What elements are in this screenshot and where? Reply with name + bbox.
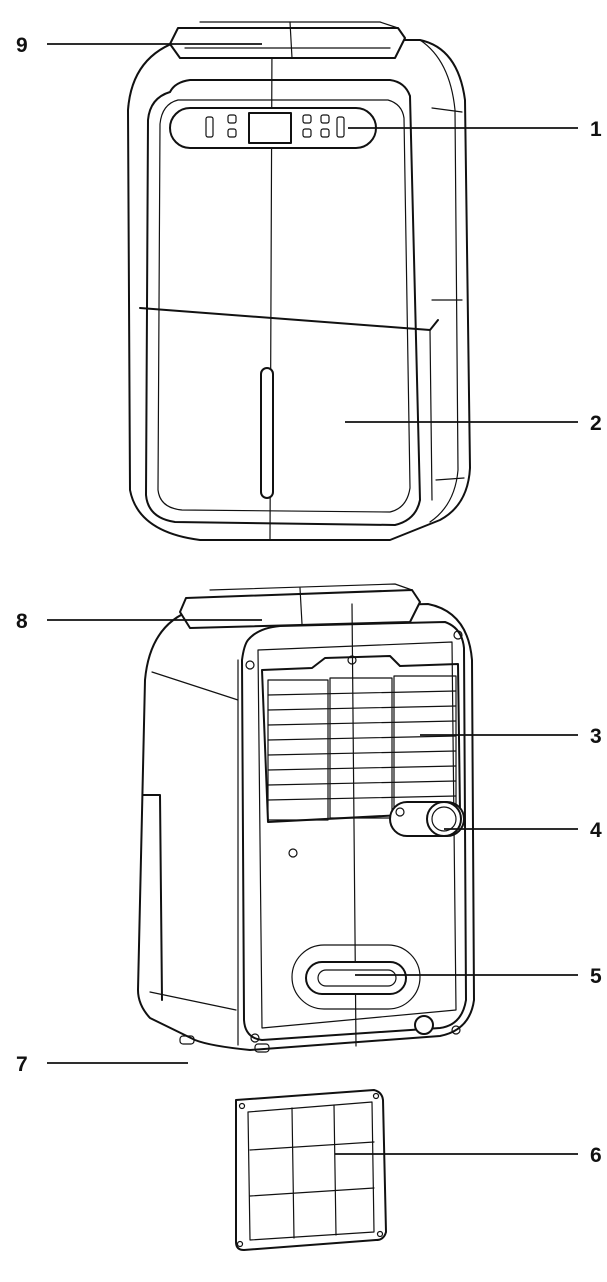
callout-number-8: 8 <box>16 610 28 633</box>
callout-number-3: 3 <box>590 725 602 748</box>
callout-number-1: 1 <box>590 118 602 141</box>
callout-number-2: 2 <box>590 412 602 435</box>
front-view-unit <box>127 21 471 541</box>
back-view-unit <box>137 583 475 1053</box>
callout-number-9: 9 <box>16 34 28 57</box>
callout-number-4: 4 <box>590 819 602 842</box>
callout-number-7: 7 <box>16 1053 28 1076</box>
callout-number-6: 6 <box>590 1144 602 1167</box>
callout-number-5: 5 <box>590 965 602 988</box>
air-filter <box>235 1089 387 1251</box>
